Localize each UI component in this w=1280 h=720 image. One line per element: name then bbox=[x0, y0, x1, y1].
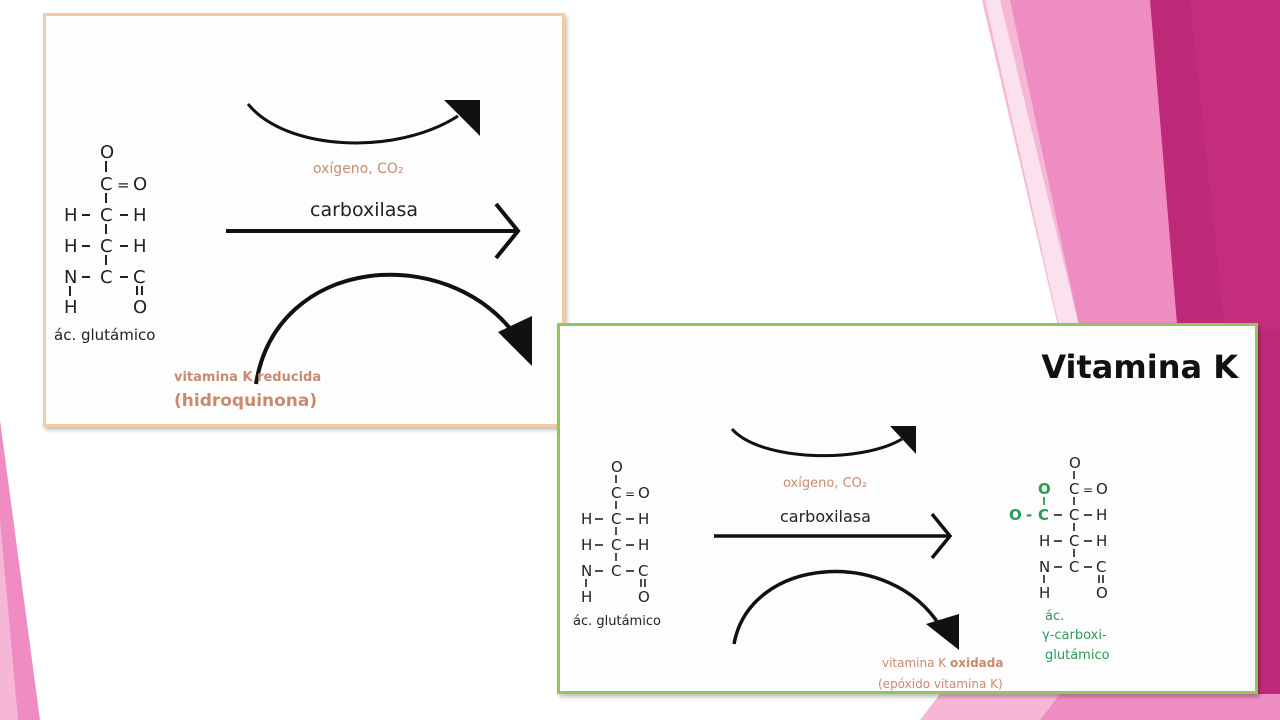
product-green-c: C bbox=[1038, 506, 1049, 524]
glutamic-acid-molecule: O C = O H C H H C H N C C H bbox=[581, 458, 650, 606]
atom-n: N bbox=[581, 562, 592, 580]
atom-o-bottom: O bbox=[133, 297, 147, 318]
reaction-diagram-1: oxígeno, CO₂ carboxilasa vitamina K redu… bbox=[54, 100, 532, 411]
product-atom-h-bottom: H bbox=[1039, 584, 1050, 602]
atom-h-right-1: H bbox=[133, 205, 147, 226]
atom-c4: C bbox=[611, 562, 621, 580]
bond-double: = bbox=[117, 176, 130, 194]
atom-h-left-1: H bbox=[64, 205, 78, 226]
product-atom-c4: C bbox=[1069, 558, 1079, 576]
atom-n: N bbox=[64, 267, 77, 288]
atom-c3: C bbox=[100, 236, 113, 257]
reagent-top-label: oxígeno, CO₂ bbox=[783, 476, 867, 491]
product-green-dash: - bbox=[1026, 506, 1032, 524]
bottom-curved-arrow bbox=[732, 569, 959, 650]
atom-c2: C bbox=[100, 205, 113, 226]
top-curved-arrow bbox=[730, 426, 916, 458]
substrate-label: ác. glutámico bbox=[54, 326, 155, 344]
atom-h-bottom: H bbox=[581, 588, 592, 606]
product-green-o-top: O bbox=[1038, 480, 1051, 498]
product-atom-c3: C bbox=[1069, 532, 1079, 550]
atom-h-left-1: H bbox=[581, 510, 592, 528]
product-atom-c2: C bbox=[1069, 506, 1079, 524]
bond-double: = bbox=[625, 487, 635, 501]
reagent-bottom-label: vitamina K oxidada bbox=[882, 656, 1003, 670]
reagent-top-label: oxígeno, CO₂ bbox=[313, 161, 404, 177]
atom-c4: C bbox=[100, 267, 113, 288]
atom-h-left-2: H bbox=[64, 236, 78, 257]
product-atom-h-right-1: H bbox=[1096, 506, 1107, 524]
gamma-carboxyglutamic-acid-molecule: O O C = O O - C C H H C H N C C bbox=[1009, 454, 1108, 602]
reagent-bottom-sublabel: (hidroquinona) bbox=[174, 391, 317, 411]
reaction-panel-1: oxígeno, CO₂ carboxilasa vitamina K redu… bbox=[43, 13, 565, 427]
reagent-bottom-sublabel: (epóxido vitamina K) bbox=[878, 677, 1003, 691]
atom-c5: C bbox=[638, 562, 648, 580]
product-atom-o-top: O bbox=[1069, 454, 1081, 472]
reaction-panel-2: Vitamina K oxígeno, CO₂ carboxilasa vita… bbox=[557, 323, 1258, 694]
atom-c1: C bbox=[611, 484, 621, 502]
product-bond-double: = bbox=[1083, 483, 1093, 497]
main-reaction-arrow bbox=[226, 202, 521, 260]
atom-o-top: O bbox=[100, 142, 114, 163]
atom-h-right-1: H bbox=[638, 510, 649, 528]
atom-h-right-2: H bbox=[638, 536, 649, 554]
product-green-o-left: O bbox=[1009, 506, 1022, 524]
reaction-diagram-2: Vitamina K oxígeno, CO₂ carboxilasa vita… bbox=[573, 348, 1239, 691]
enzyme-label: carboxilasa bbox=[780, 507, 871, 526]
slide-title: Vitamina K bbox=[1041, 348, 1239, 386]
product-label-line-2: γ-carboxi- bbox=[1042, 628, 1107, 643]
substrate-label: ác. glutámico bbox=[573, 614, 661, 629]
atom-h-bottom: H bbox=[64, 297, 78, 318]
reagent-bottom-bold: oxidada bbox=[950, 656, 1003, 670]
pink-bottom-decoration bbox=[920, 694, 1280, 720]
atom-o-bottom: O bbox=[638, 588, 650, 606]
product-atom-c1: C bbox=[1069, 480, 1079, 498]
bottom-curved-arrow bbox=[254, 272, 532, 385]
atom-o-right: O bbox=[638, 484, 650, 502]
atom-c1: C bbox=[100, 174, 113, 195]
product-label-line-3: glutámico bbox=[1045, 648, 1110, 663]
atom-c5: C bbox=[133, 267, 146, 288]
atom-h-right-2: H bbox=[133, 236, 147, 257]
glutamic-acid-molecule: O C = O H C H H C H N C C H bbox=[64, 142, 147, 318]
product-atom-h-left-2: H bbox=[1039, 532, 1050, 550]
enzyme-label: carboxilasa bbox=[310, 199, 418, 221]
atom-c2: C bbox=[611, 510, 621, 528]
atom-o-top: O bbox=[611, 458, 623, 476]
pink-left-decoration bbox=[0, 420, 40, 720]
product-label-line-1: ác. bbox=[1045, 609, 1064, 624]
reagent-bottom-text: vitamina K bbox=[882, 656, 950, 670]
reagent-bottom-label: vitamina K reducida bbox=[174, 370, 321, 385]
product-atom-o-right: O bbox=[1096, 480, 1108, 498]
top-curved-arrow bbox=[246, 100, 480, 145]
product-atom-o-bottom: O bbox=[1096, 584, 1108, 602]
atom-h-left-2: H bbox=[581, 536, 592, 554]
product-atom-n: N bbox=[1039, 558, 1050, 576]
main-reaction-arrow bbox=[714, 512, 953, 560]
product-atom-h-right-2: H bbox=[1096, 532, 1107, 550]
atom-o-right: O bbox=[133, 174, 147, 195]
atom-c3: C bbox=[611, 536, 621, 554]
product-atom-c5: C bbox=[1096, 558, 1106, 576]
